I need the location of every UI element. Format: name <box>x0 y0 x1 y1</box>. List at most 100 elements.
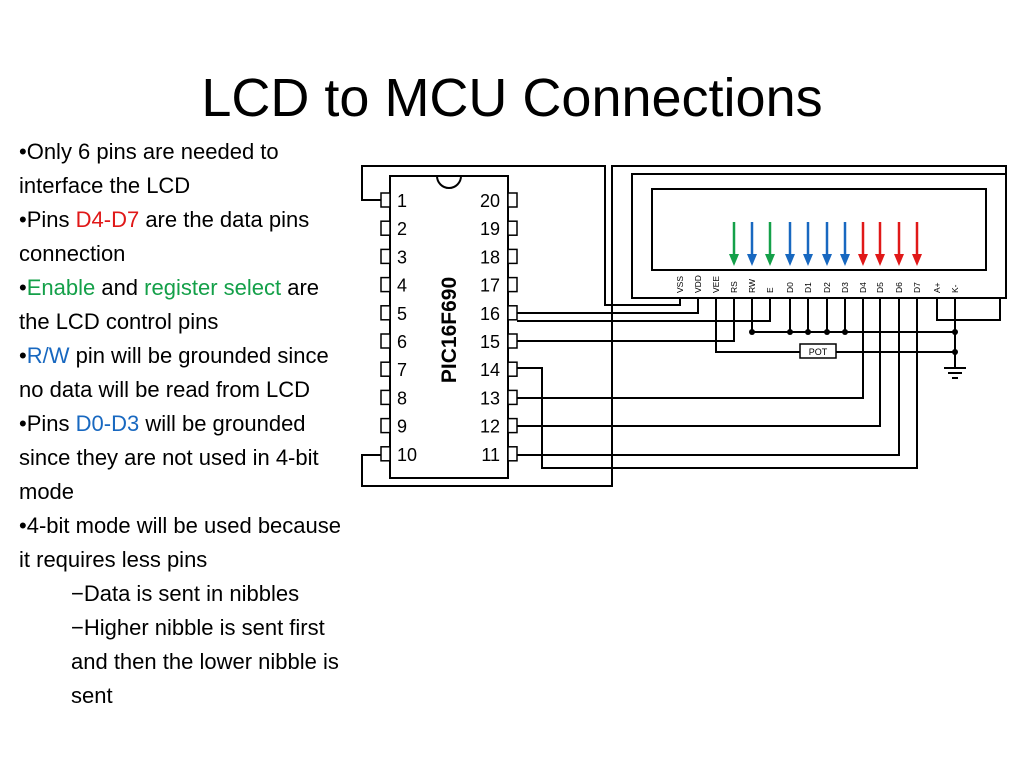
bullet-item: •Pins D0-D3 will be grounded since they … <box>19 407 354 509</box>
lcd-pin-label: D4 <box>858 282 868 293</box>
d4-wire <box>517 298 864 399</box>
mcu-pin-number: 14 <box>480 360 500 380</box>
lcd-pin-label: A+ <box>932 282 942 293</box>
lcd-pin-label: E <box>765 287 775 293</box>
enable-wire <box>517 298 771 322</box>
highlight-text: D4-D7 <box>75 207 140 232</box>
bullet-text: •Pins <box>19 207 76 232</box>
vdd-to-pin16-wire <box>517 298 699 314</box>
lcd-pin-label: VEE <box>711 276 721 293</box>
lcd-pin-label: D2 <box>822 282 832 293</box>
mcu-pin-number: 5 <box>397 304 407 324</box>
mcu-pin-number: 8 <box>397 388 407 408</box>
bullet-text: will be grounded since they are not used… <box>19 411 319 504</box>
mcu-pin-left <box>380 248 391 265</box>
mcu-pin-left <box>380 192 391 208</box>
mcu-pin-left <box>380 220 391 236</box>
lcd-pin-label: D7 <box>912 282 922 293</box>
backlight-wire <box>936 298 1001 321</box>
junction-dot <box>952 349 958 355</box>
mcu-pin-number: 11 <box>481 445 500 465</box>
highlight-text: R/W <box>26 343 70 368</box>
mcu-body <box>389 175 509 479</box>
rs-wire <box>517 298 735 342</box>
signal-arrow-head <box>747 254 757 266</box>
lcd-pin-label: RW <box>747 279 757 293</box>
mcu-pin-left <box>380 446 391 462</box>
signal-arrow-head <box>729 254 739 266</box>
bullet-text: •Only 6 pins are needed to interface the… <box>19 139 279 198</box>
mcu-pin-right <box>507 220 518 236</box>
vee-pot-wire <box>715 298 800 353</box>
junction-dot <box>952 329 958 335</box>
mcu-pin-number: 7 <box>397 360 407 380</box>
bullet-text: are the LCD control pins <box>19 275 320 334</box>
bullet-text: −Higher nibble is sent first and then th… <box>71 615 339 708</box>
mcu-pin-right <box>507 333 518 349</box>
mcu-pin-number: 13 <box>480 388 500 408</box>
signal-arrow-head <box>875 254 885 266</box>
signal-arrow-head <box>785 254 795 266</box>
junction-dot <box>749 329 755 335</box>
signal-arrow-head <box>894 254 904 266</box>
lcd-pin-label: K- <box>950 284 960 293</box>
bullet-text: •4-bit mode will be used because it requ… <box>19 513 341 572</box>
mcu-pin-right <box>507 446 518 462</box>
signal-arrow-head <box>803 254 813 266</box>
bullet-text: • <box>19 275 27 300</box>
lcd-pin-label: D5 <box>875 282 885 293</box>
power-loop-wire <box>361 165 1007 487</box>
signal-arrow-head <box>858 254 868 266</box>
mcu-pin-number: 12 <box>480 417 500 437</box>
mcu-pin-right <box>507 389 518 406</box>
mcu-notch <box>436 175 462 189</box>
mcu-pin-left <box>380 361 391 377</box>
mcu-pin-number: 6 <box>397 332 407 352</box>
mcu-pin-left <box>380 333 391 349</box>
mcu-pin-right <box>507 417 518 434</box>
signal-arrow-head <box>765 254 775 266</box>
bullet-text: and <box>95 275 145 300</box>
bullet-text: are the data pins connection <box>19 207 310 266</box>
d7-wire <box>517 298 918 469</box>
mcu-pin-number: 9 <box>397 417 407 437</box>
lcd-outline <box>631 173 1007 299</box>
mcu-pin-number: 1 <box>397 191 407 211</box>
mcu-pin-right <box>507 361 518 377</box>
junction-dot <box>805 329 811 335</box>
lcd-pin-label: D3 <box>840 282 850 293</box>
bullet-item: •Pins D4-D7 are the data pins connection <box>19 203 354 271</box>
bullet-text: pin will be grounded since no data will … <box>19 343 329 402</box>
highlight-text: D0-D3 <box>75 411 140 436</box>
mcu-pin-number: 15 <box>480 332 500 352</box>
mcu-pin-number: 3 <box>397 247 407 267</box>
mcu-pin-number: 19 <box>480 219 500 239</box>
ground-bus <box>751 298 955 333</box>
mcu-part-name: PIC16F690 <box>438 277 461 383</box>
bullet-item: •4-bit mode will be used because it requ… <box>19 509 354 577</box>
lcd-pin-label: VSS <box>675 276 685 293</box>
mcu-pin-right <box>507 248 518 265</box>
lcd-screen <box>651 188 987 271</box>
bullet-text: • <box>19 343 27 368</box>
lcd-pin-label: D0 <box>785 282 795 293</box>
mcu-pin-number: 16 <box>480 304 500 324</box>
d5-wire <box>517 298 881 427</box>
signal-arrow-head <box>822 254 832 266</box>
bullet-list: •Only 6 pins are needed to interface the… <box>19 135 354 713</box>
junction-dot <box>824 329 830 335</box>
mcu-pin-number: 20 <box>480 191 500 211</box>
vdd-wire <box>361 165 681 306</box>
mcu-pin-left <box>380 276 391 293</box>
d6-wire <box>517 298 900 456</box>
lcd-pin-label: D1 <box>803 282 813 293</box>
mcu-pin-right <box>507 276 518 293</box>
mcu-pin-number: 17 <box>480 276 500 296</box>
bullet-item: •Only 6 pins are needed to interface the… <box>19 135 354 203</box>
pot-label: POT <box>809 347 828 357</box>
junction-dot <box>842 329 848 335</box>
bullet-item: •Enable and register select are the LCD … <box>19 271 354 339</box>
mcu-pin-left <box>380 305 391 321</box>
mcu-pin-right <box>507 192 518 208</box>
